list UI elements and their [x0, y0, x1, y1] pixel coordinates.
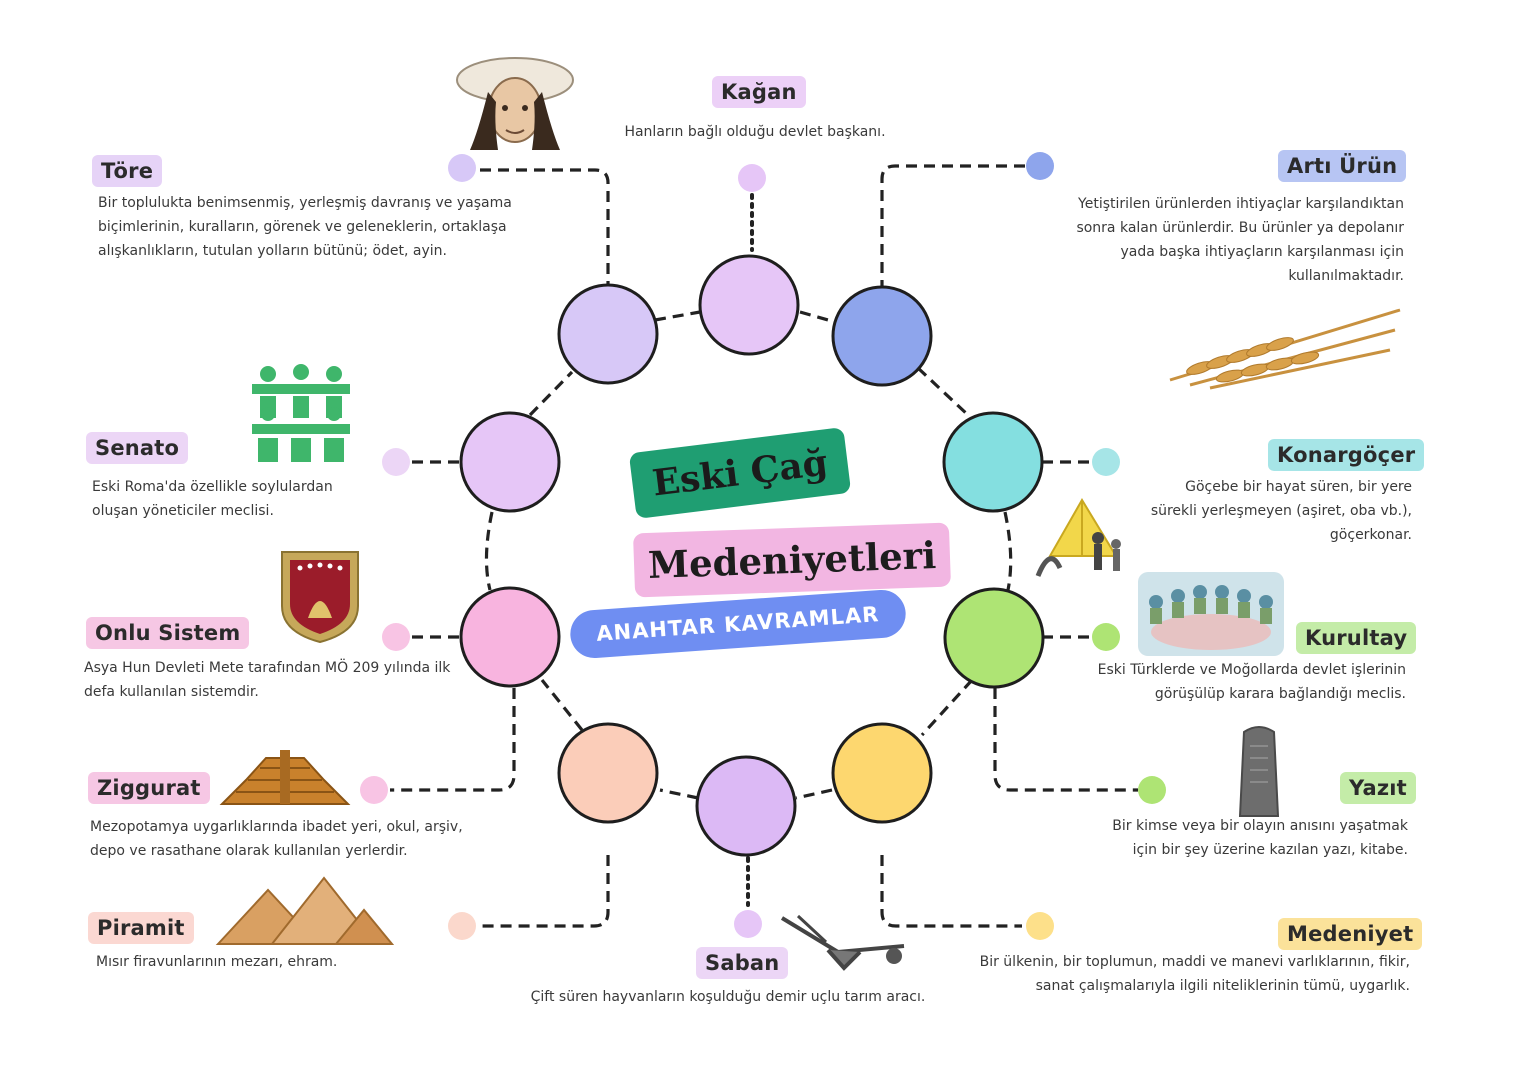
ziggurat-desc: Mezopotamya uygarlıklarında ibadet yeri,…	[90, 819, 463, 859]
senato-desc: Eski Roma'da özellikle soylulardan oluşa…	[92, 479, 333, 519]
yazit-label: Yazıt	[1340, 772, 1416, 804]
kurultay-dot	[1092, 623, 1120, 651]
piramit-dot	[448, 912, 476, 940]
kurultay-painting-image	[1138, 572, 1284, 656]
ziggurat-dot	[360, 776, 388, 804]
piramit-label: Piramit	[88, 912, 194, 944]
konargocer-node	[942, 411, 1044, 513]
plough-image	[780, 914, 905, 971]
saban-desc: Çift süren hayvanların koşulduğu demir u…	[530, 989, 926, 1005]
tore-desc: Bir toplulukta benimsenmiş, yerleşmiş da…	[98, 195, 512, 259]
ziggurat-image	[219, 750, 351, 805]
army-emblem-image	[281, 551, 359, 644]
konargocer-desc: Göçebe bir hayat süren, bir yere sürekli…	[1150, 479, 1412, 543]
konargocer-label: Konargöçer	[1268, 439, 1425, 471]
medeniyet-desc: Bir ülkenin, bir toplumun, maddi ve mane…	[979, 954, 1410, 994]
kurultay-desc: Eski Türklerde ve Moğollarda devlet işle…	[1097, 662, 1406, 702]
saban-node	[695, 755, 797, 857]
inscription-stone-image	[1238, 726, 1280, 817]
arti-urun-node	[831, 285, 933, 387]
tore-dot	[448, 154, 476, 182]
kagan-dot	[738, 164, 766, 192]
arti-urun-dot	[1026, 152, 1054, 180]
senato-node	[459, 411, 561, 513]
konargocer-dot	[1092, 448, 1120, 476]
kagan-node	[698, 254, 800, 356]
senato-label: Senato	[86, 432, 189, 464]
nomad-tent-image	[1035, 498, 1121, 577]
ziggurat-label: Ziggurat	[88, 772, 210, 804]
kagan-desc: Hanların bağlı olduğu devlet başkanı.	[624, 124, 886, 140]
pyramids-image	[215, 876, 395, 945]
onlu-sistem-desc: Asya Hun Devleti Mete tarafından MÖ 209 …	[84, 660, 451, 700]
saban-label: Saban	[696, 947, 789, 979]
onlu-sistem-dot	[382, 623, 410, 651]
kurultay-node	[943, 587, 1045, 689]
medeniyet-node	[831, 722, 933, 824]
piramit-desc: Mısır firavunlarının mezarı, ehram.	[96, 954, 338, 970]
arti-urun-desc: Yetiştirilen ürünlerden ihtiyaçlar karşı…	[1076, 196, 1404, 284]
tore-label: Töre	[92, 155, 163, 187]
wheat-image	[1169, 308, 1401, 390]
tore-node	[557, 283, 659, 385]
piramit-node	[557, 722, 659, 824]
onlu-sistem-label: Onlu Sistem	[86, 617, 250, 649]
onlu-sistem-node	[459, 586, 561, 688]
saban-dot	[734, 910, 762, 938]
senate-icon	[252, 364, 350, 462]
medeniyet-label: Medeniyet	[1278, 918, 1423, 950]
yazit-desc: Bir kimse veya bir olayın anısını yaşatm…	[1112, 818, 1408, 858]
kurultay-label: Kurultay	[1296, 622, 1417, 654]
yazit-dot	[1138, 776, 1166, 804]
medeniyet-dot	[1026, 912, 1054, 940]
kagan-label: Kağan	[712, 76, 806, 108]
arti-urun-label: Artı Ürün	[1278, 150, 1407, 182]
kagan-portrait-image	[456, 57, 574, 150]
senato-dot	[382, 448, 410, 476]
